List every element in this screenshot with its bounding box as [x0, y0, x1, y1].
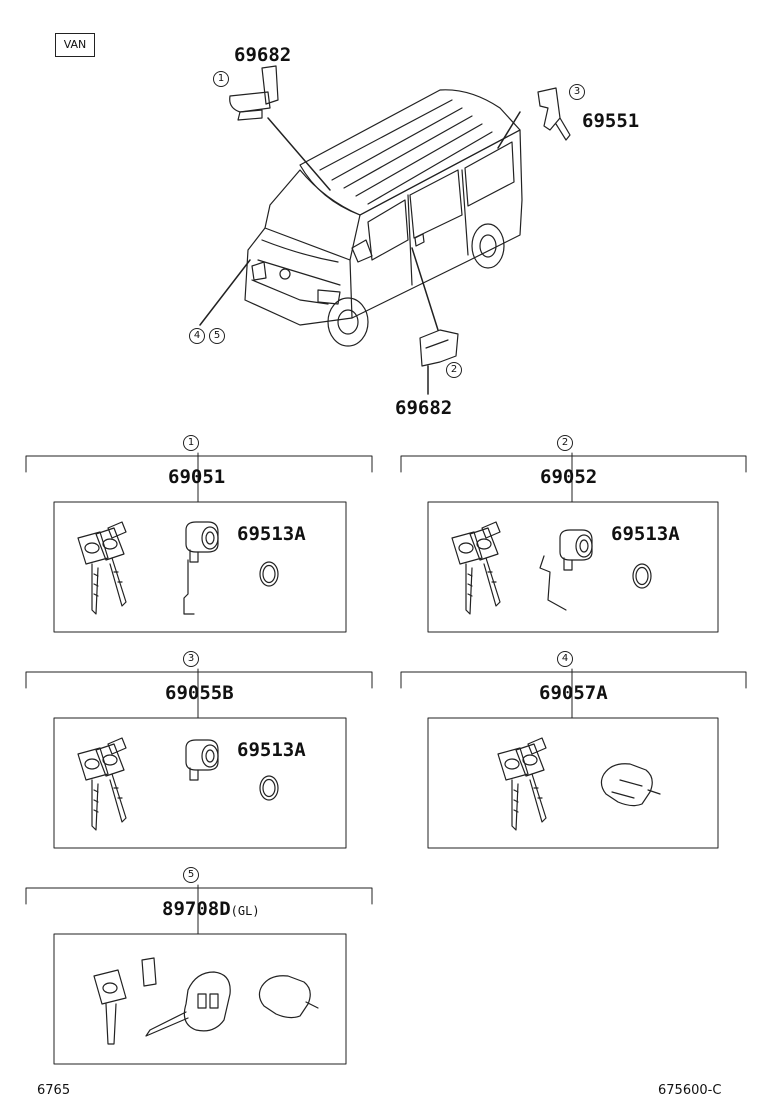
group-5-part-number: 89708D(GL) [162, 899, 260, 921]
group-1-callout: 1 [183, 435, 199, 451]
group-1-part-number: 69051 [168, 466, 226, 488]
group-1-inner-part: 69513A [237, 523, 306, 545]
callout-5-top: 5 [209, 328, 225, 344]
group-2-callout: 2 [557, 435, 573, 451]
group-4-part-number: 69057A [539, 682, 608, 704]
part-number-69682-top: 69682 [234, 44, 292, 66]
lock-rod-clip-top [229, 65, 279, 121]
group-5-part-suffix: (GL) [230, 904, 260, 918]
kit-5-contents [93, 957, 319, 1045]
group-3-inner-part: 69513A [237, 739, 306, 761]
part-number-69682-bottom: 69682 [395, 397, 453, 419]
group-2-inner-part: 69513A [611, 523, 680, 545]
kit-1-contents [77, 521, 279, 615]
callout-2-top: 2 [446, 362, 462, 378]
callout-3-top: 3 [569, 84, 585, 100]
footer-right-code: 675600-C [658, 1083, 722, 1098]
callout-4-top: 4 [189, 328, 205, 344]
lock-rod-clip-side [419, 329, 459, 395]
kit-boxes [53, 485, 719, 1065]
lock-rod-clip-rear [537, 87, 571, 141]
group-4-callout: 4 [557, 651, 573, 667]
group-brackets [25, 452, 747, 919]
group-3-callout: 3 [183, 651, 199, 667]
group-2-part-number: 69052 [540, 466, 598, 488]
variant-badge: VAN [55, 33, 95, 57]
van-illustration [199, 89, 523, 347]
group-5-callout: 5 [183, 867, 199, 883]
footer-left-code: 6765 [37, 1083, 71, 1098]
group-3-part-number: 69055B [165, 682, 234, 704]
kit-4-contents [497, 737, 661, 831]
group-5-part-code: 89708D [162, 898, 231, 920]
kit-2-contents [451, 521, 652, 615]
callout-1-top: 1 [213, 71, 229, 87]
part-number-69551: 69551 [582, 110, 640, 132]
